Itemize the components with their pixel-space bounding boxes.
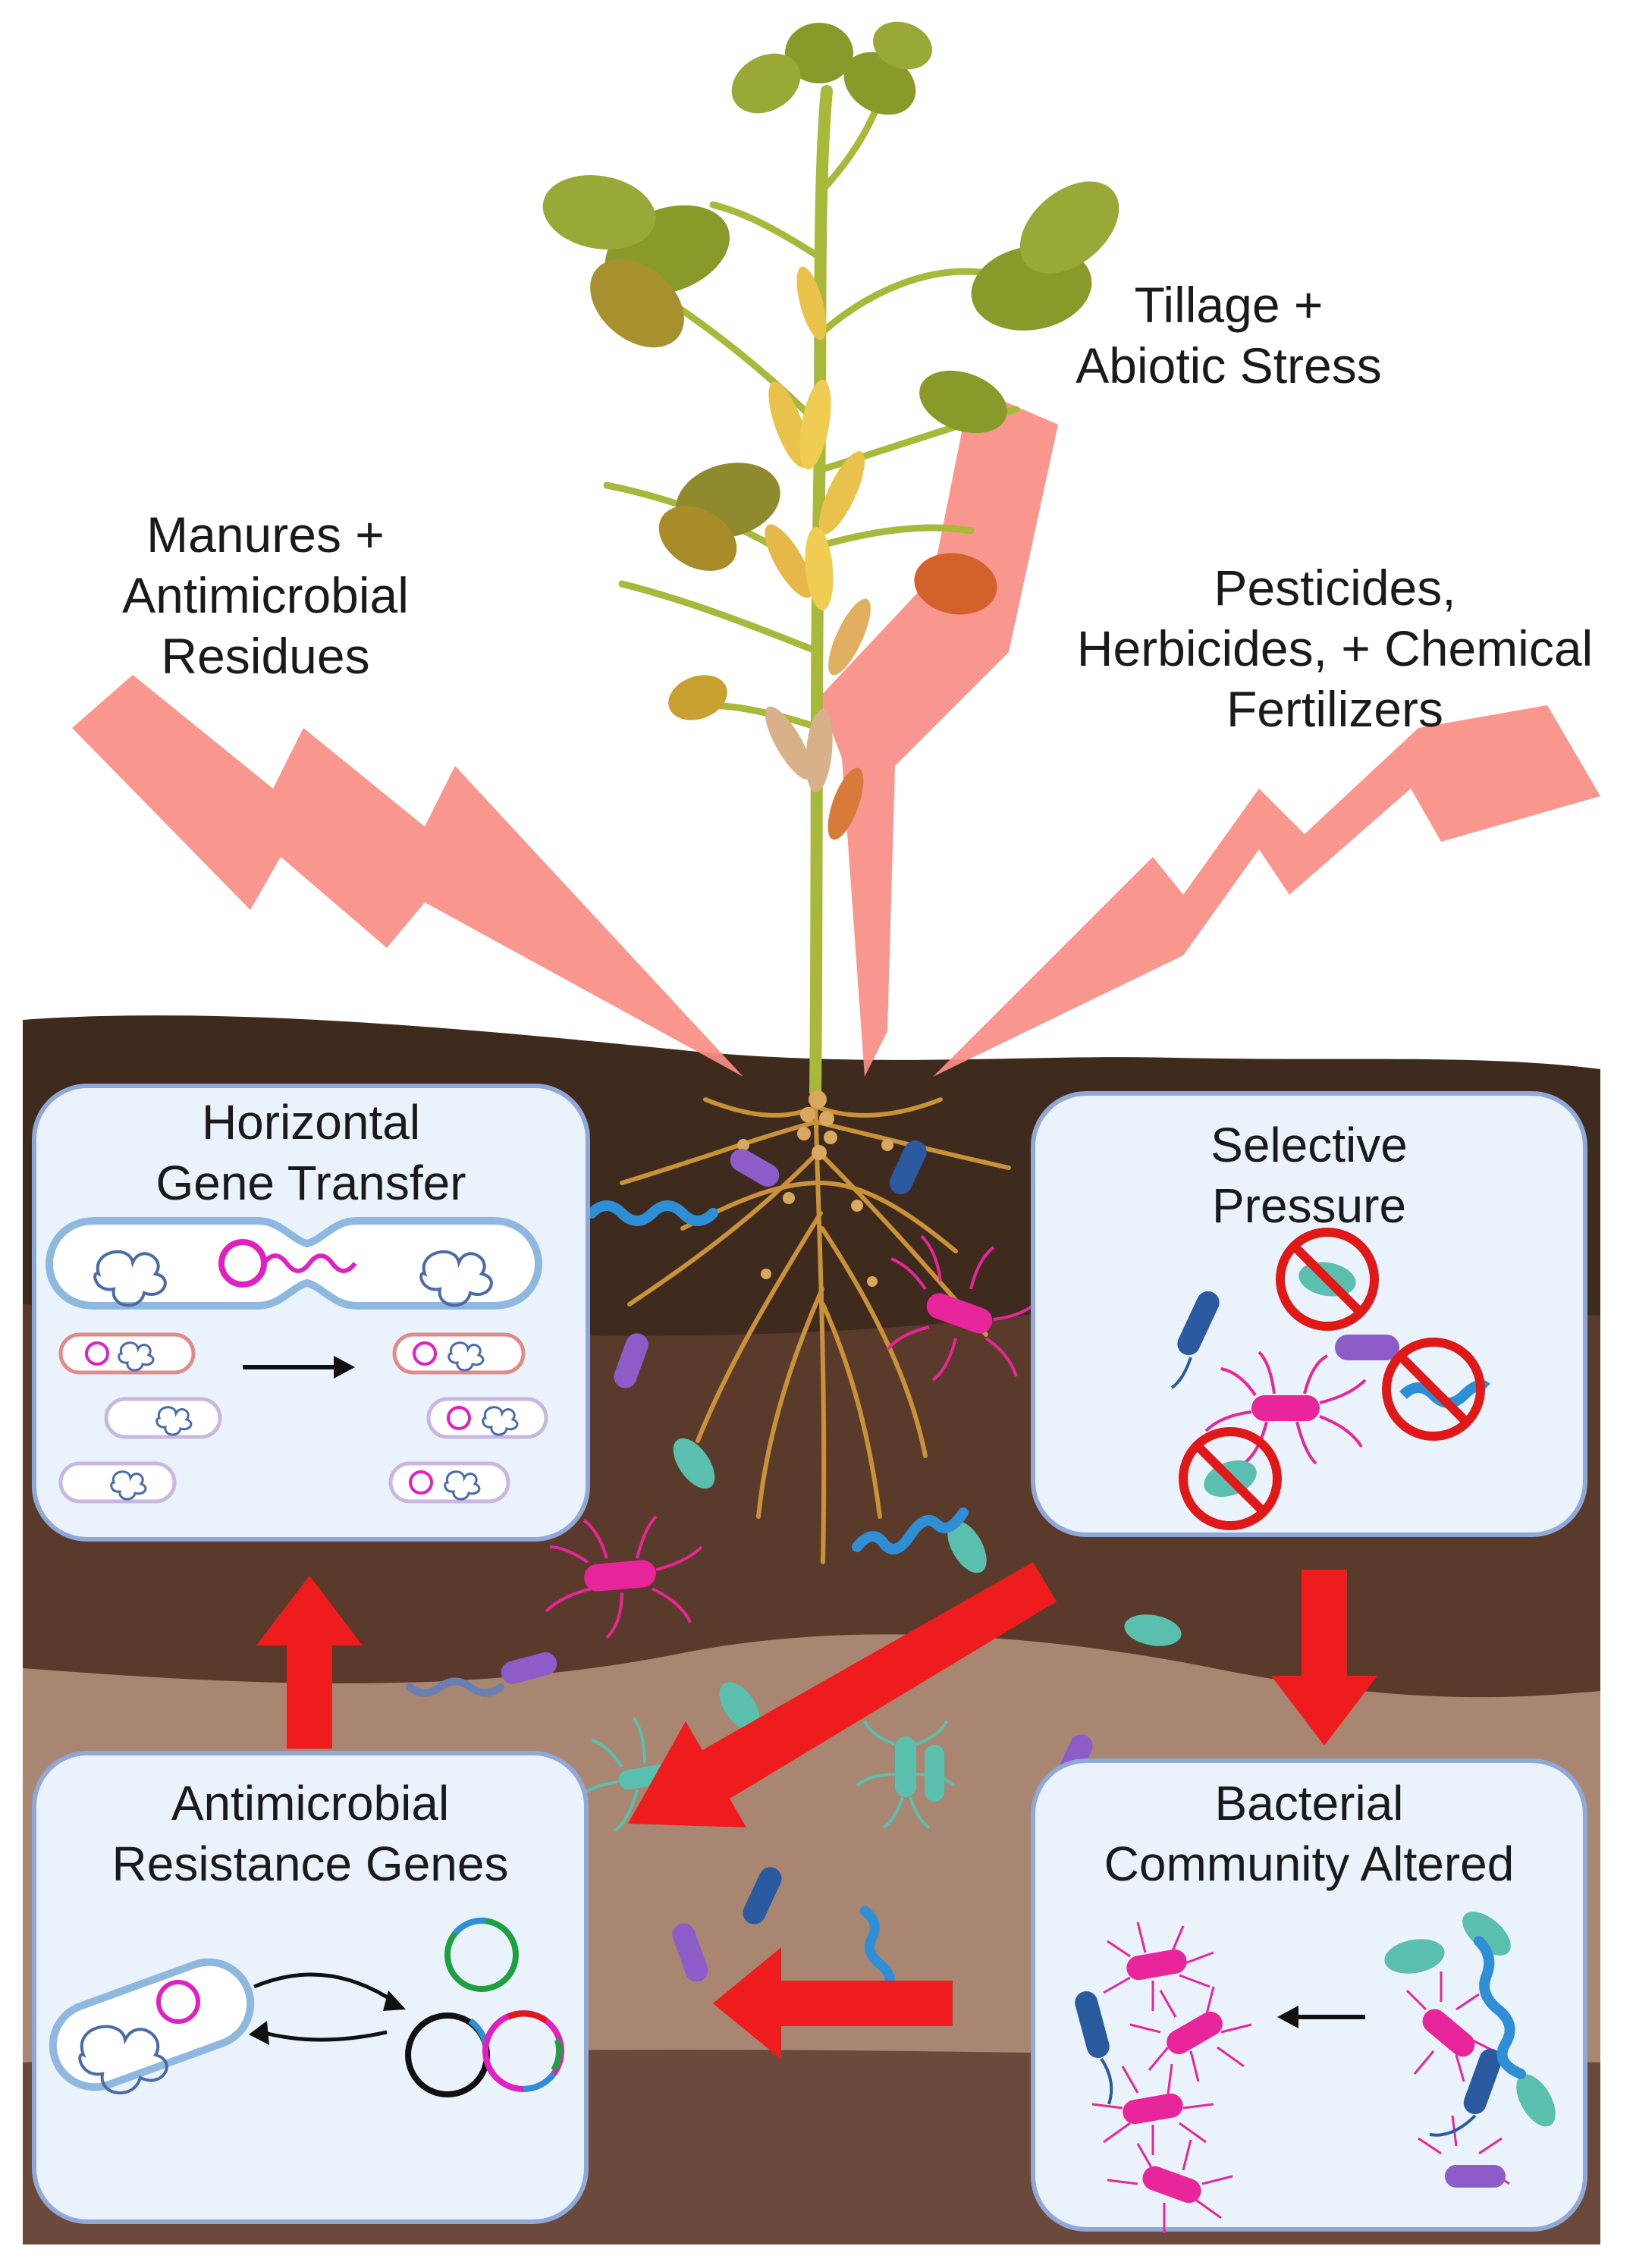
panel-amr-box [32,1751,589,2224]
arrow-amr-to-hgt [256,1576,363,1749]
panel-selective-title-line-2: Pressure [1211,1178,1407,1233]
stressor-tillage-line-2: Abiotic Stress [1075,337,1382,394]
blue-spirillum-4 [406,1677,504,1697]
blue-spirillum-3 [859,1906,895,1996]
arrow-soil-to-amr [628,1562,1057,1827]
teal-flagellated-2 [856,1721,956,1829]
magenta-bacterium-2 [545,1515,703,1639]
amr-illustration [49,1917,564,2097]
plant-leaves [542,21,1119,720]
soybean-plant [542,21,1119,1098]
panel-community-title-line-1: Bacterial [1214,1776,1404,1830]
blue-spirillum-1 [586,1200,718,1226]
panel-community-title: Bacterial Community Altered [1033,1773,1585,1894]
blue-spirillum-2 [852,1507,969,1554]
arrow-selective-to-community [1271,1570,1377,1746]
panel-amr-title-line-1: Antimicrobial [171,1776,450,1830]
stressor-tillage-line-1: Tillage + [1134,277,1324,333]
panel-hgt-title: Horizontal Gene Transfer [34,1092,588,1213]
magenta-bacterium-1 [886,1234,1041,1382]
panel-selective-title-line-1: Selective [1211,1118,1408,1172]
panel-selective-box [1031,1091,1587,1537]
stress-lightning [72,387,1600,1077]
lightning-bolt-manures [72,675,743,1077]
stressor-label-manures: Manures + Antimicrobial Residues [46,504,485,686]
process-arrows [256,1562,1377,2059]
stressor-chemicals-line-2: Herbicides, + Chemical [1076,620,1594,676]
stressor-label-tillage: Tillage + Abiotic Stress [1016,274,1441,396]
stressor-manures-line-1: Manures + [146,507,385,563]
lightning-bolt-chemicals [933,705,1600,1077]
plant-stem [809,85,833,1098]
root-nodules [737,1090,893,1287]
panel-amr-title-line-2: Resistance Genes [111,1837,509,1891]
arrow-community-to-amr [713,1947,953,2059]
plant-pods [765,266,871,840]
panel-amr-title: Antimicrobial Resistance Genes [34,1773,586,1894]
plant-roots [620,1090,1011,1564]
selective-magenta-bacterium [1204,1350,1367,1465]
community-illustration [1075,1912,1556,2233]
panel-selective-title: Selective Pressure [1033,1115,1585,1236]
conjugating-cells [45,1217,543,1310]
stressor-label-chemicals: Pesticides, Herbicides, + Chemical Ferti… [1047,557,1623,739]
panel-hgt-title-line-2: Gene Transfer [155,1156,466,1210]
stressor-manures-line-3: Residues [161,628,370,684]
stressor-manures-line-2: Antimicrobial [122,567,409,623]
selective-illustration [1170,1228,1490,1530]
panel-community-title-line-2: Community Altered [1104,1837,1515,1891]
no-symbol-icon [1276,1228,1379,1331]
no-symbol-icon [1179,1427,1282,1530]
lightning-bolt-tillage [819,387,1058,1077]
stressor-chemicals-line-3: Fertilizers [1226,681,1443,737]
no-symbol-icon [1382,1338,1490,1441]
stressor-chemicals-line-1: Pesticides, [1214,560,1456,616]
panel-hgt-title-line-1: Horizontal [201,1095,421,1150]
hgt-illustration [45,1217,548,1504]
